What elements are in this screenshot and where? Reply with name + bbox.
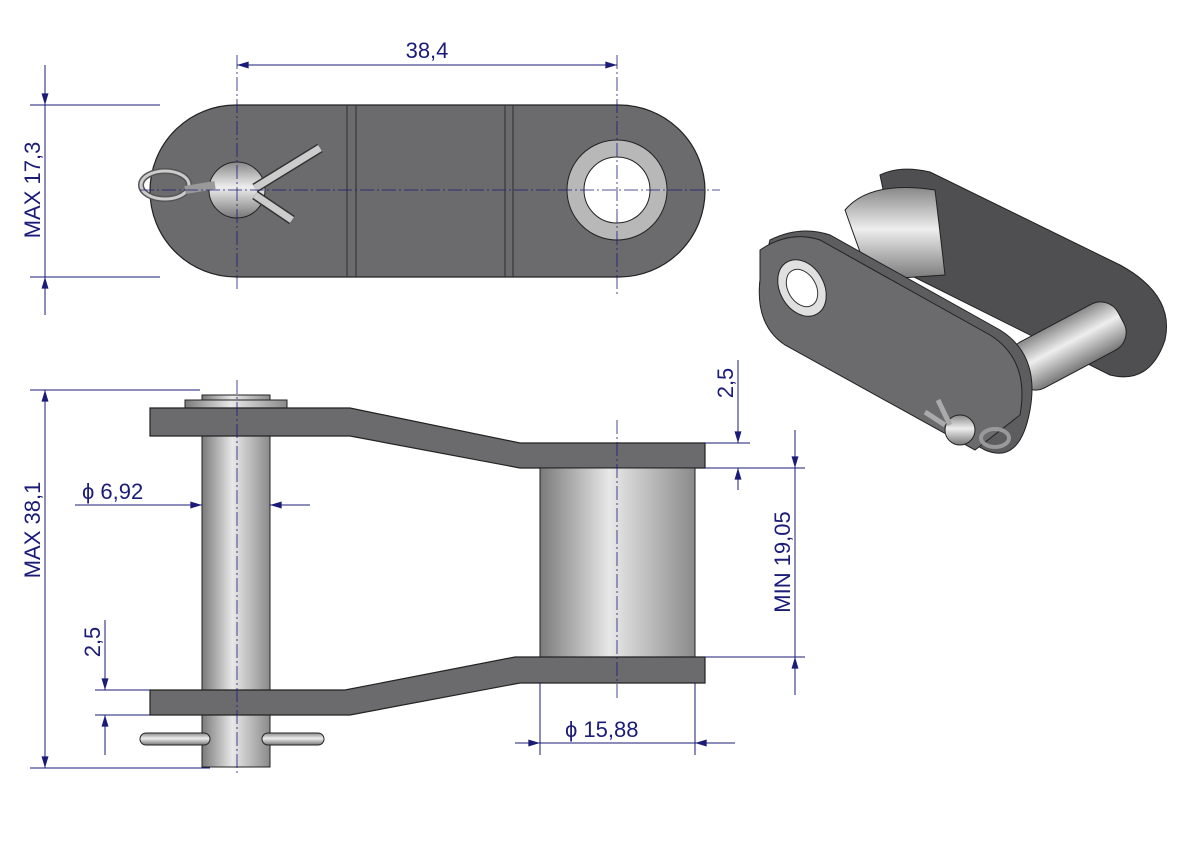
side-view: MAX 38,1 ϕ 6,92 2,5 2,5 MIN 19,05 ϕ 15,8… xyxy=(20,360,805,775)
isometric-view xyxy=(758,168,1167,454)
pitch-dimension: 38,4 xyxy=(406,38,449,63)
inner-width-dimension: MIN 19,05 xyxy=(770,511,795,613)
plate-thickness-left-dimension: 2,5 xyxy=(80,627,105,658)
plate-thickness-right-dimension: 2,5 xyxy=(713,368,738,399)
link-plate-top xyxy=(149,104,706,278)
plate-height-dimension: MAX 17,3 xyxy=(20,142,45,239)
roller xyxy=(539,467,696,658)
roller-diameter-dimension: ϕ 15,88 xyxy=(565,717,639,742)
bottom-plate-side xyxy=(149,656,706,716)
cotter-pin-side xyxy=(139,732,325,746)
top-view: 38,4 MAX 17,3 xyxy=(20,38,720,315)
pin-diameter-dimension: ϕ 6,92 xyxy=(82,479,143,504)
overall-width-dimension: MAX 38,1 xyxy=(20,482,45,579)
